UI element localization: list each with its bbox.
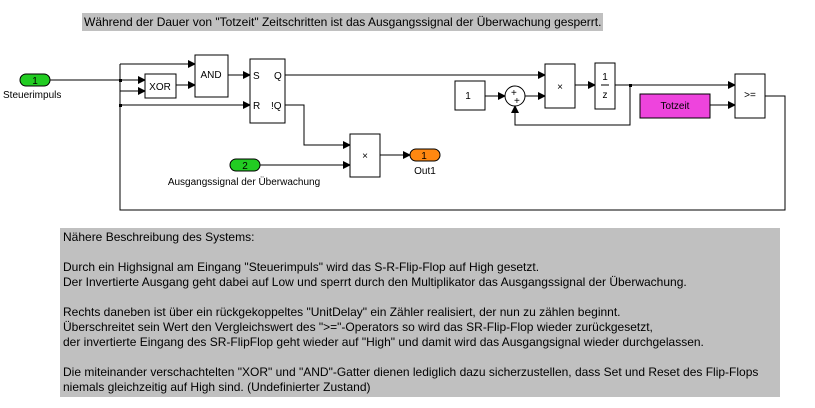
description-line: Überschreitet sein Wert den Vergleichswe… <box>63 320 653 334</box>
sum-sign-2: + <box>514 96 520 107</box>
sr-port-r: R <box>253 101 260 112</box>
sum-sign-1: + <box>511 88 517 99</box>
unit-delay-numerator: 1 <box>602 72 608 83</box>
sr-port-s: S <box>253 71 260 82</box>
sr-port-nq: !Q <box>271 101 282 112</box>
unit-delay-block[interactable]: 1 z <box>594 62 616 110</box>
constant-value: 1 <box>465 91 471 102</box>
totzeit-constant-block[interactable]: Totzeit <box>639 93 711 119</box>
inport-ausgangssignal[interactable]: 2 Ausgangssignal der Überwachung <box>168 158 320 188</box>
sr-flipflop-block[interactable]: S R Q !Q <box>249 58 286 124</box>
compare-operator: >= <box>744 90 756 101</box>
unit-delay-denominator: z <box>603 90 608 101</box>
product-symbol: × <box>557 82 563 93</box>
inport-label: Steuerimpuls <box>3 90 61 101</box>
inport-label: Ausgangssignal der Überwachung <box>168 176 320 188</box>
description-line: Der Invertierte Ausgang geht dabei auf L… <box>63 275 687 289</box>
inport-number: 1 <box>32 76 38 87</box>
totzeit-label: Totzeit <box>661 101 690 112</box>
outport-label: Out1 <box>414 166 436 177</box>
description-line <box>63 290 777 305</box>
description-line <box>63 245 777 260</box>
inport-steuerimpuls[interactable]: 1 Steuerimpuls <box>3 73 61 101</box>
description-line: Nähere Beschreibung des Systems: <box>63 230 255 244</box>
description-annotation: Nähere Beschreibung des Systems: Durch e… <box>60 228 780 397</box>
compare-block[interactable]: >= <box>734 73 766 119</box>
constant-block[interactable]: 1 <box>454 80 486 111</box>
description-line <box>63 350 777 365</box>
sr-port-q: Q <box>274 71 282 82</box>
xor-label: XOR <box>149 82 171 93</box>
product-block-output[interactable]: × <box>349 133 381 178</box>
description-line: der invertierte Eingang des SR-FlipFlop … <box>63 335 704 349</box>
xor-block[interactable]: XOR <box>144 73 177 99</box>
product-symbol: × <box>362 151 368 162</box>
and-label: AND <box>200 70 221 81</box>
inport-number: 2 <box>242 161 248 172</box>
description-line: Die miteinander verschachtelten "XOR" un… <box>63 365 759 379</box>
outport-out1[interactable]: 1 Out1 <box>409 148 441 177</box>
description-line: niemals gleichzeitig auf High sind. (Und… <box>63 380 371 394</box>
and-block[interactable]: AND <box>194 54 229 98</box>
description-line: Durch ein Highsignal am Eingang "Steueri… <box>63 260 540 274</box>
product-block-counter[interactable]: × <box>544 63 576 109</box>
outport-number: 1 <box>421 151 427 162</box>
title-annotation: Während der Dauer von "Totzeit" Zeitschr… <box>82 13 604 31</box>
description-line: Rechts daneben ist über ein rückgekoppel… <box>63 305 621 319</box>
signal-lines <box>50 60 786 211</box>
sum-block[interactable]: + + <box>504 85 526 107</box>
